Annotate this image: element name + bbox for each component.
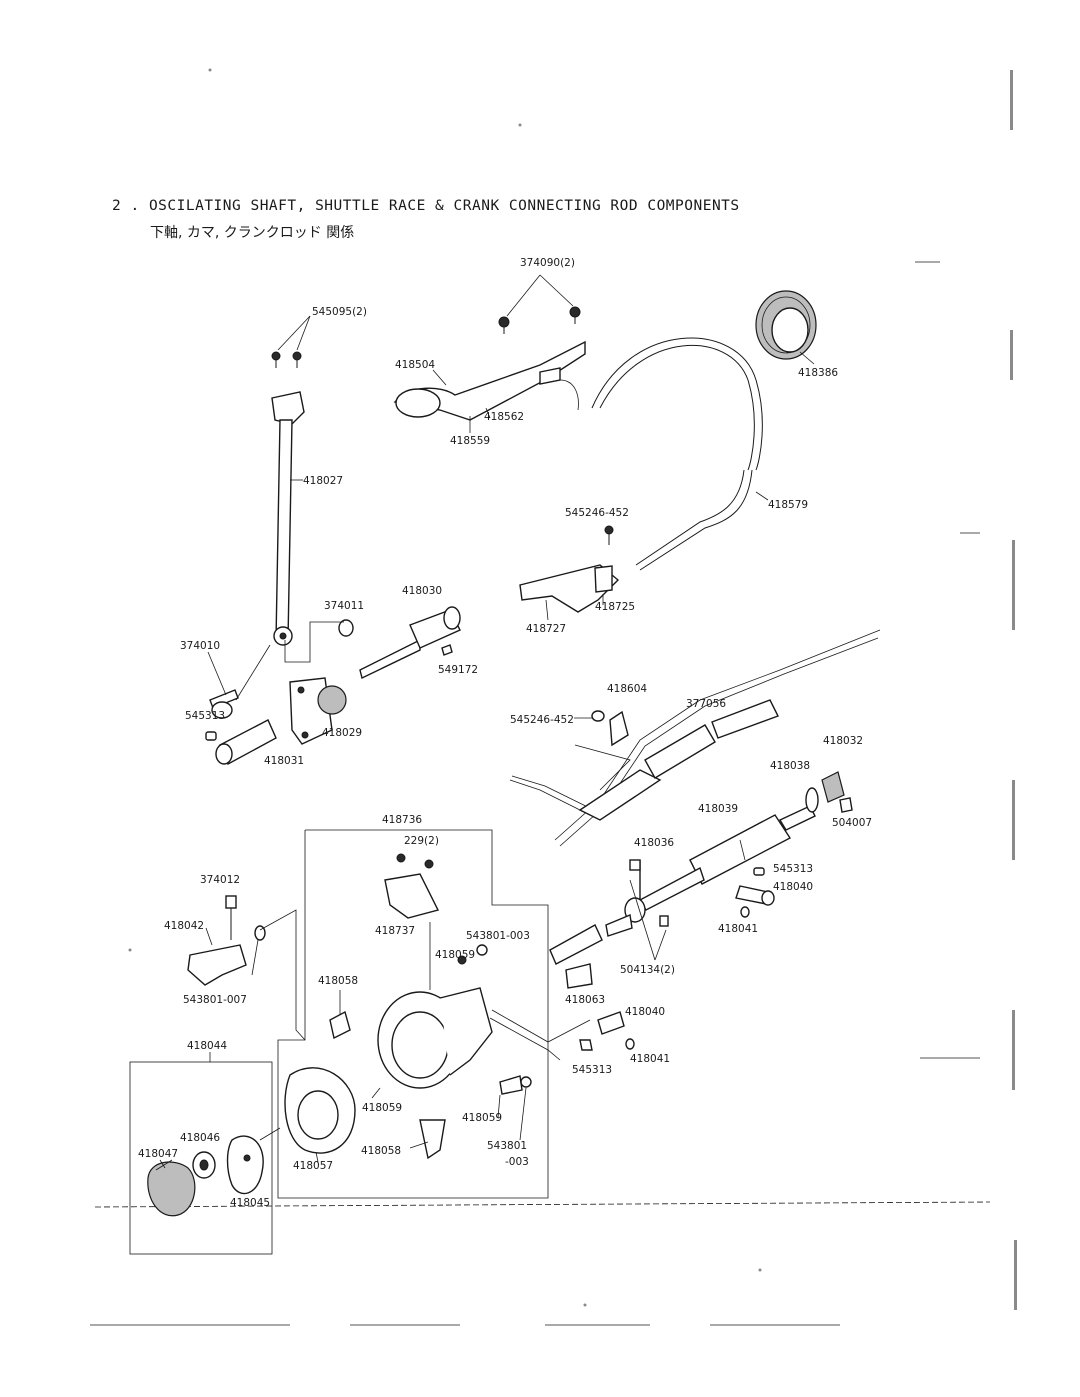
label-418386: 418386: [798, 367, 838, 379]
box-418044: [129, 1052, 273, 1255]
label-418057: 418057: [293, 1160, 333, 1172]
label-545313-a: 545313: [185, 710, 225, 722]
label-418040-a: 418040: [773, 881, 813, 893]
bracket-assembly-418504: [393, 274, 586, 433]
label-418059-b: 418059: [362, 1102, 402, 1114]
label-374011: 374011: [324, 600, 364, 612]
part-labels: 374090(2) 545095(2) 418504 418562 418559…: [138, 257, 872, 1209]
clamp-418604: [574, 710, 629, 747]
label-418059-a: 418059: [435, 949, 475, 961]
pin-418063: [549, 924, 635, 1050]
label-545246-a: 545246-452: [565, 507, 629, 519]
screws-504134: [629, 879, 669, 961]
hook-418042: [187, 895, 306, 1041]
shuttle-race-418059: [329, 944, 593, 1160]
sleeve-418031: [205, 719, 277, 765]
label-418047: 418047: [138, 1148, 178, 1160]
bobbin-case-418047: [147, 1159, 196, 1217]
cover-418057: [284, 1067, 356, 1163]
label-229: 229(2): [404, 835, 439, 847]
label-545095: 545095(2): [312, 306, 367, 318]
crank-rod-418027: [271, 315, 311, 646]
label-374010: 374010: [180, 640, 220, 652]
label-418042: 418042: [164, 920, 204, 932]
label-418041-a: 418041: [718, 923, 758, 935]
cap-418386: [755, 290, 817, 365]
box-418736: [277, 829, 549, 1199]
label-418579: 418579: [768, 499, 808, 511]
label-418039: 418039: [698, 803, 738, 815]
label-418027: 418027: [303, 475, 343, 487]
label-545313-b: 545313: [773, 863, 813, 875]
crank-418029: [284, 619, 354, 745]
shaft-418039: [605, 771, 853, 937]
label-418040-b: 418040: [625, 1006, 665, 1018]
label-418041-b: 418041: [630, 1053, 670, 1065]
label-418038: 418038: [770, 760, 810, 772]
label-418032: 418032: [823, 735, 863, 747]
scan-noise: [90, 68, 1017, 1326]
label-418030: 418030: [402, 585, 442, 597]
label-374012: 374012: [200, 874, 240, 886]
label-504134: 504134(2): [620, 964, 675, 976]
plate-418045: [226, 1127, 281, 1195]
label-543801-a: 543801-003: [466, 930, 530, 942]
label-418562: 418562: [484, 411, 524, 423]
plate-418727: [519, 525, 620, 621]
label-543801-b: 543801-007: [183, 994, 247, 1006]
bobbin-418046: [192, 1151, 216, 1179]
section-heading: 2 . OSCILATING SHAFT, SHUTTLE RACE & CRA…: [112, 198, 740, 214]
section-title: OSCILATING SHAFT, SHUTTLE RACE & CRANK C…: [148, 198, 740, 214]
label-418045: 418045: [230, 1197, 270, 1209]
plate-418737: [384, 853, 440, 990]
harness-377056: [574, 699, 779, 821]
label-418559: 418559: [450, 435, 490, 447]
label-543801-c: 543801: [487, 1140, 527, 1152]
label-543801-c2: -003: [505, 1156, 529, 1168]
label-418063: 418063: [565, 994, 605, 1006]
label-504007: 504007: [832, 817, 872, 829]
label-377056: 377056: [686, 698, 726, 710]
label-545246-b: 545246-452: [510, 714, 574, 726]
label-418044: 418044: [187, 1040, 227, 1052]
label-418604: 418604: [607, 683, 647, 695]
label-418036: 418036: [634, 837, 674, 849]
section-heading-japanese: 下軸, カマ, クランクロッド 関係: [150, 225, 355, 241]
shaft-418030: [359, 606, 461, 680]
screw-374010: [207, 644, 271, 719]
label-549172: 549172: [438, 664, 478, 676]
label-374090: 374090(2): [520, 257, 575, 269]
label-418725: 418725: [595, 601, 635, 613]
label-418029: 418029: [322, 727, 362, 739]
label-418031: 418031: [264, 755, 304, 767]
label-418727: 418727: [526, 623, 566, 635]
label-418058-a: 418058: [318, 975, 358, 987]
section-number: 2: [112, 198, 122, 214]
label-418046: 418046: [180, 1132, 220, 1144]
pin-418040-upper: [735, 867, 775, 918]
label-418058-b: 418058: [361, 1145, 401, 1157]
label-418736: 418736: [382, 814, 422, 826]
label-418737: 418737: [375, 925, 415, 937]
tube-418579: [591, 337, 769, 571]
label-545313-c: 545313: [572, 1064, 612, 1076]
label-418059-c: 418059: [462, 1112, 502, 1124]
label-418504: 418504: [395, 359, 435, 371]
